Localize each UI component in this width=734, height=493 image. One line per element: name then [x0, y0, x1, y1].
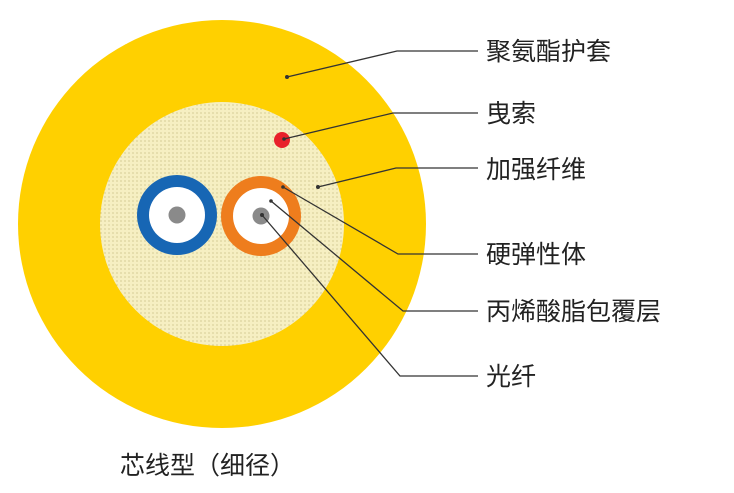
fiber-unit-blue [137, 175, 217, 255]
label-ripcord: 曳索 [486, 99, 536, 128]
leader-line-strength-fiber [317, 167, 478, 188]
blue-fiber-core [168, 206, 186, 224]
leader-line-acrylate-coating [270, 200, 478, 312]
label-optical-fiber: 光纤 [486, 362, 536, 391]
leader-line-tight-buffer [282, 186, 478, 255]
label-tight-buffer: 硬弹性体 [486, 240, 586, 269]
leader-anchor-dots [260, 75, 320, 217]
leader-line-optical-fiber [261, 214, 478, 377]
leader-line-ripcord [283, 112, 478, 140]
label-acrylate-coating: 丙烯酸脂包覆层 [486, 297, 661, 326]
ripcord-dot [274, 132, 290, 148]
anchor-dot-sheath [285, 75, 289, 79]
leader-lines [261, 50, 478, 377]
diagram-caption: 芯线型（细径） [120, 451, 295, 480]
anchor-dot-strength-fiber [316, 185, 320, 189]
component-labels: 聚氨酯护套 曳索 加强纤维 硬弹性体 丙烯酸脂包覆层 光纤 [486, 37, 661, 391]
anchor-dot-optical-fiber [260, 213, 264, 217]
anchor-dot-acrylate-coating [269, 199, 273, 203]
label-strength-fiber: 加强纤维 [486, 155, 586, 184]
anchor-dot-ripcord [282, 137, 286, 141]
anchor-dot-tight-buffer [281, 185, 285, 189]
leader-line-sheath [286, 50, 478, 78]
label-sheath: 聚氨酯护套 [486, 37, 611, 66]
